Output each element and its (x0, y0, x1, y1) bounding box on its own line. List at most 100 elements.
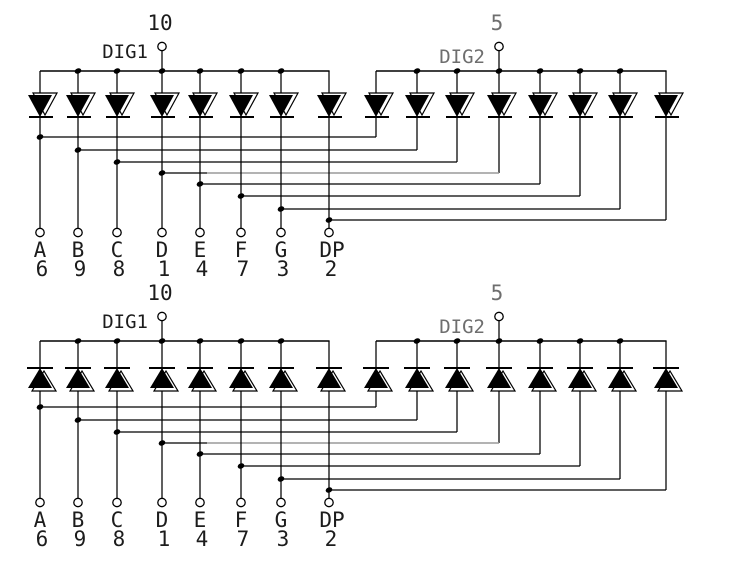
junction-dot (74, 338, 82, 344)
diode-body (150, 95, 174, 117)
diode-body (105, 368, 129, 388)
terminal-circle (35, 497, 45, 508)
diode-body (66, 95, 90, 117)
terminal-circle (195, 497, 205, 508)
diode-body (269, 368, 293, 388)
segment-pin-number: 4 (196, 257, 209, 281)
segment-label: DP (319, 508, 344, 532)
junction-dot (576, 68, 584, 74)
segment-pin-number: 7 (237, 257, 250, 281)
junction-dot (158, 440, 166, 446)
dig1-pin-circle (157, 311, 167, 322)
segment-label: C (111, 238, 124, 262)
diode-body (188, 95, 212, 117)
terminal-circle (276, 497, 286, 508)
diode-icon (187, 367, 218, 392)
junction-dot (74, 68, 82, 74)
junction-dot (237, 68, 245, 74)
diode-body (654, 95, 678, 117)
junction-dot (616, 338, 624, 344)
dig2-label: DIG2 (439, 46, 485, 68)
junction-dot (576, 338, 584, 344)
diode-icon (363, 367, 394, 392)
segment-label: D (156, 238, 169, 262)
diode-icon (364, 92, 395, 118)
segment-pin-number: 9 (74, 257, 87, 281)
diode-icon (269, 92, 300, 118)
terminal-circle (324, 497, 334, 508)
segment-label: F (235, 508, 248, 532)
dig2-pin-circle (494, 41, 504, 52)
dig1-pin-number: 10 (147, 11, 172, 35)
diode-body (445, 368, 469, 388)
segment-pin-number: 9 (74, 527, 87, 551)
terminal-circle (73, 497, 83, 508)
terminal-circle (35, 227, 45, 238)
diode-icon (608, 92, 639, 118)
dig1-label: DIG1 (102, 41, 148, 63)
segment-pin-number: 2 (325, 527, 338, 551)
diode-icon (528, 92, 559, 118)
segment-pin-number: 4 (196, 527, 209, 551)
segment-label: A (34, 508, 47, 532)
junction-dot (158, 170, 166, 176)
diode-body (608, 95, 632, 117)
junction-dot (413, 68, 421, 74)
diode-icon (27, 367, 58, 392)
diode-body (317, 95, 341, 117)
junction-dot (325, 217, 333, 223)
diode-icon (28, 92, 59, 118)
diode-body (28, 368, 52, 388)
diode-body (445, 95, 469, 117)
junction-dot (325, 487, 333, 493)
terminal-circle (236, 497, 246, 508)
terminal-circle (236, 227, 246, 238)
dig2-pin-number: 5 (491, 281, 504, 305)
diode-icon (527, 367, 558, 392)
segment-label: G (275, 508, 288, 532)
segment-pin-number: 8 (113, 527, 126, 551)
segment-pin-number: 3 (277, 257, 290, 281)
junction-dot (453, 68, 461, 74)
diode-body (229, 368, 253, 388)
segment-label: C (111, 508, 124, 532)
diode-body (364, 95, 388, 117)
junction-dot (74, 417, 82, 423)
segment-label: E (194, 238, 207, 262)
terminal-circle (73, 227, 83, 238)
diode-icon (405, 92, 436, 118)
terminal-circle (112, 497, 122, 508)
diode-icon (228, 367, 259, 392)
diode-body (608, 368, 632, 388)
diode-icon (486, 367, 517, 392)
segment-pin-number: 3 (277, 527, 290, 551)
dig1-label: DIG1 (102, 311, 148, 333)
diode-body (28, 95, 52, 117)
segment-pin-number: 7 (237, 527, 250, 551)
diode-icon (404, 367, 435, 392)
junction-dot (413, 338, 421, 344)
junction-dot (196, 338, 204, 344)
diode-body (568, 368, 592, 388)
dig1-pin-circle (157, 41, 167, 52)
junction-dot (277, 476, 285, 482)
junction-dot (277, 206, 285, 212)
diode-body (654, 368, 678, 388)
diode-icon (607, 367, 638, 392)
junction-dot (196, 451, 204, 457)
junction-dot (237, 338, 245, 344)
diode-icon (150, 92, 181, 118)
terminal-circle (157, 227, 167, 238)
diode-icon (188, 92, 219, 118)
junction-dot (277, 68, 285, 74)
diode-body (487, 368, 511, 388)
segment-label: E (194, 508, 207, 532)
segment-label: DP (319, 238, 344, 262)
diode-body (568, 95, 592, 117)
junction-dot (74, 147, 82, 153)
junction-dot (196, 68, 204, 74)
dig2-pin-circle (494, 311, 504, 322)
diode-icon (444, 367, 475, 392)
